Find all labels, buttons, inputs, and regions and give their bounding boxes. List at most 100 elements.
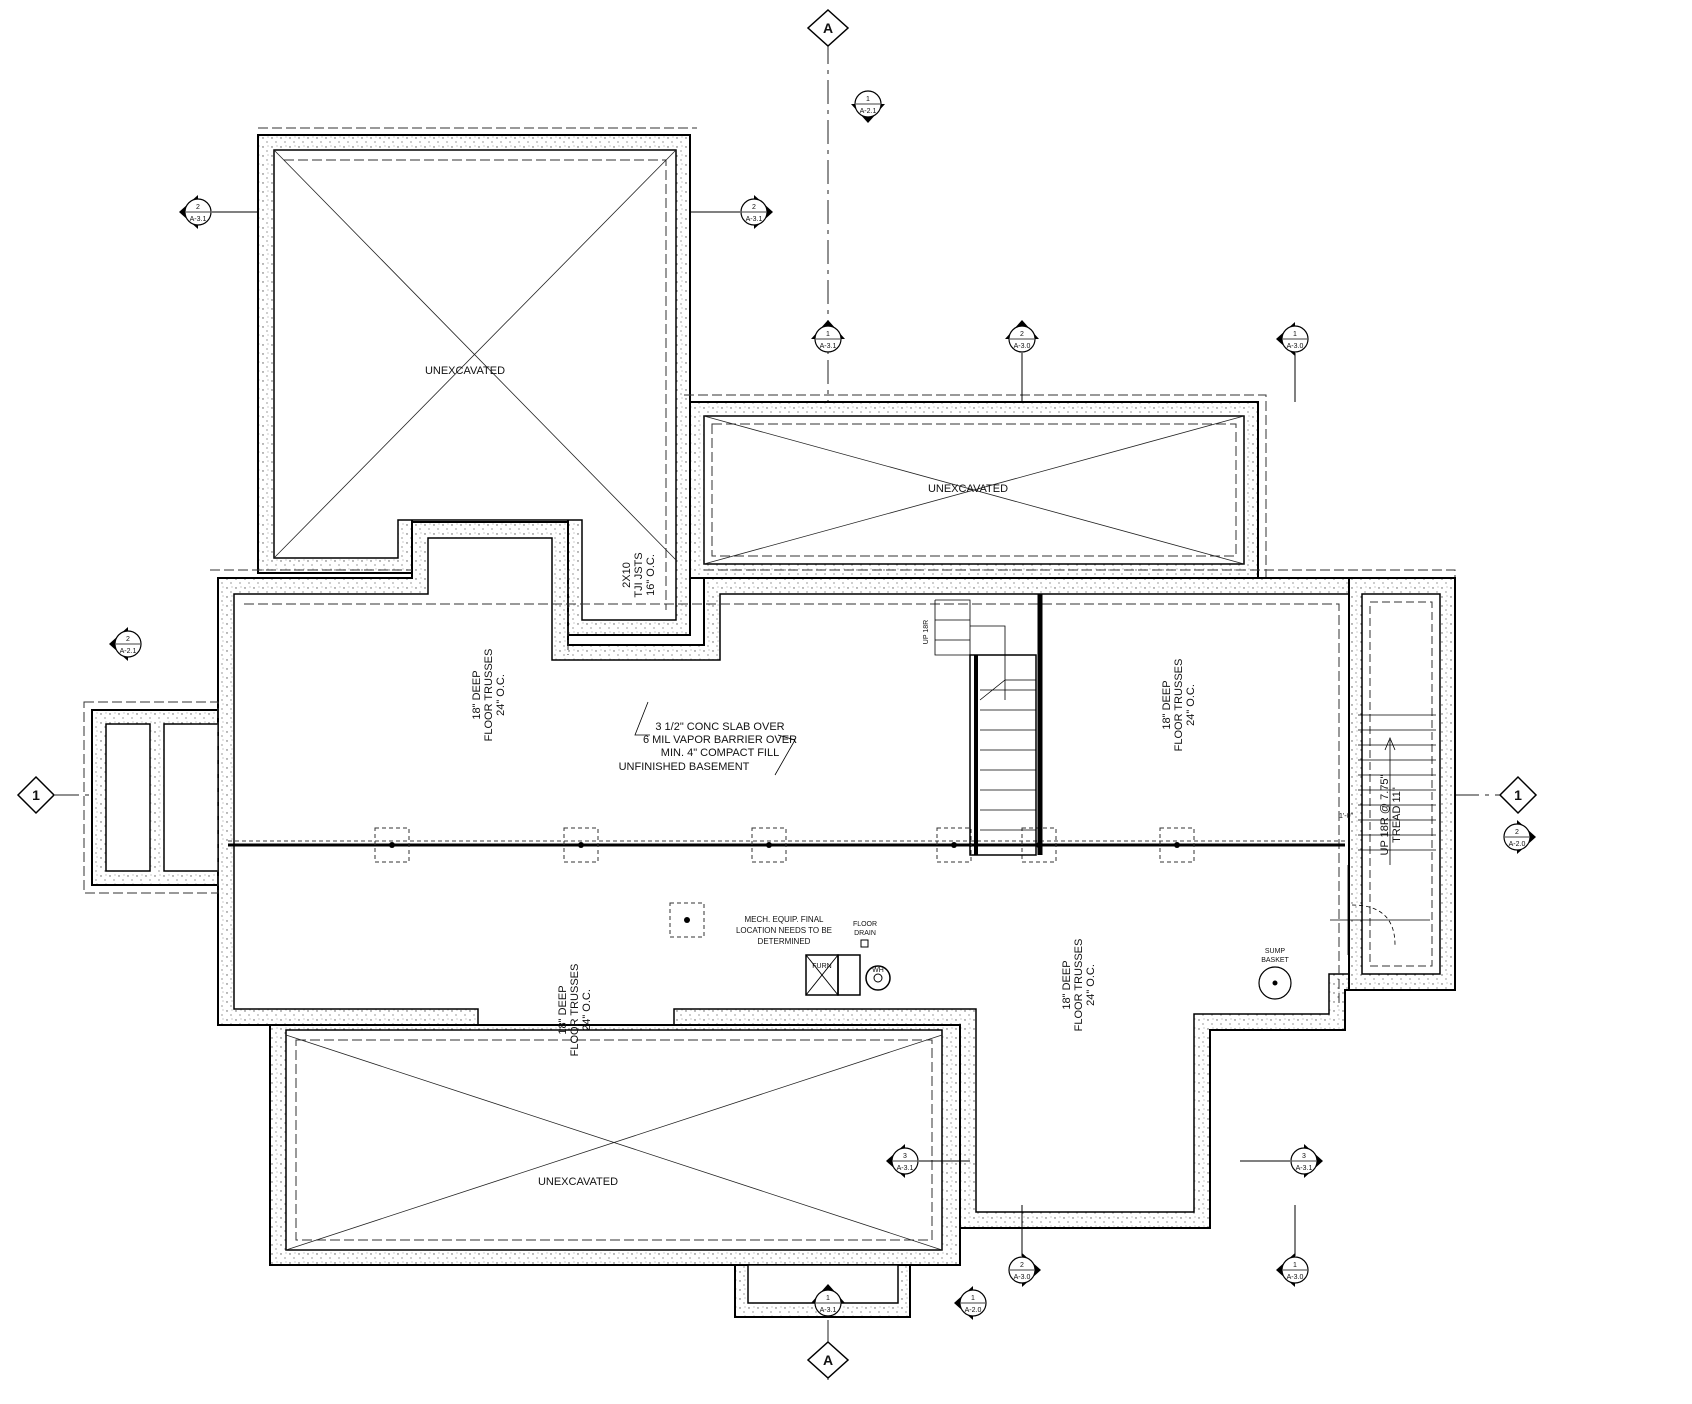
west-bay xyxy=(83,701,219,894)
section-marker-number: 2 xyxy=(196,204,200,211)
section-marker-sheet: A-3.0 xyxy=(1014,1274,1031,1281)
truss-note-nw: 18" DEEP FLOOR TRUSSES 24" O.C. xyxy=(471,649,507,742)
svg-text:18" DEEP: 18" DEEP xyxy=(557,985,569,1034)
slab-note: 3 1/2" CONC SLAB OVER 6 MIL VAPOR BARRIE… xyxy=(634,701,797,776)
beam-line xyxy=(228,827,1345,938)
room-label-unexcavated-s: UNEXCAVATED xyxy=(538,1176,618,1188)
section-marker-sheet: A-2.1 xyxy=(120,648,137,655)
mech-equipment xyxy=(805,939,1292,1000)
svg-text:BASKET: BASKET xyxy=(1261,957,1289,964)
section-marker-sheet: A-2.1 xyxy=(860,108,877,115)
svg-text:FLOOR: FLOOR xyxy=(853,921,877,928)
section-marker: 2A-3.0 xyxy=(1005,320,1039,402)
section-marker: 2A-2.1 xyxy=(109,627,142,661)
section-marker: 2A-2.0 xyxy=(1503,820,1536,854)
section-marker: 3A-3.1 xyxy=(1240,1144,1323,1178)
room-label-unexcavated-nw: UNEXCAVATED xyxy=(425,365,505,377)
section-marker: 1A-3.1 xyxy=(811,1284,845,1317)
mech-note: MECH. EQUIP. FINAL LOCATION NEEDS TO BE … xyxy=(736,915,832,946)
section-marker-sheet: A-3.1 xyxy=(190,216,207,223)
svg-text:24" O.C.: 24" O.C. xyxy=(1185,684,1197,726)
svg-text:18" DEEP: 18" DEEP xyxy=(471,670,483,719)
section-marker: 2A-3.1 xyxy=(179,195,258,229)
section-marker-sheet: A-3.1 xyxy=(820,1307,837,1314)
unexcavated-s-block xyxy=(269,1024,961,1318)
svg-text:A: A xyxy=(823,1352,833,1368)
svg-text:MECH. EQUIP. FINAL: MECH. EQUIP. FINAL xyxy=(745,915,825,924)
room-label-unexcavated-ne: UNEXCAVATED xyxy=(928,483,1008,495)
section-marker-sheet: A-3.1 xyxy=(897,1165,914,1172)
sump-note: SUMP BASKET xyxy=(1261,948,1289,964)
svg-text:FLOOR TRUSSES: FLOOR TRUSSES xyxy=(1173,659,1185,752)
ext-stair-note: UP 18R @ 7.75" TREAD 11" xyxy=(1379,774,1403,855)
svg-text:LOCATION NEEDS TO BE: LOCATION NEEDS TO BE xyxy=(736,926,832,935)
svg-text:TJI JSTS: TJI JSTS xyxy=(633,552,645,597)
section-marker-number: 1 xyxy=(866,96,870,103)
section-marker: 1A-3.0 xyxy=(1276,322,1309,402)
section-marker-number: 3 xyxy=(903,1153,907,1160)
section-marker-number: 1 xyxy=(971,1295,975,1302)
section-marker-sheet: A-3.0 xyxy=(1014,343,1031,350)
svg-text:FLOOR TRUSSES: FLOOR TRUSSES xyxy=(483,649,495,742)
section-marker-number: 1 xyxy=(1293,1262,1297,1269)
east-stair-well xyxy=(1348,577,1456,991)
svg-text:DRAIN: DRAIN xyxy=(854,930,876,937)
svg-text:2X10: 2X10 xyxy=(621,562,633,588)
svg-text:SUMP: SUMP xyxy=(1265,948,1286,955)
furn-label: FURN xyxy=(812,963,831,970)
svg-text:FLOOR TRUSSES: FLOOR TRUSSES xyxy=(1073,939,1085,1032)
section-marker-sheet: A-3.0 xyxy=(1287,1274,1304,1281)
svg-text:24" O.C.: 24" O.C. xyxy=(581,989,593,1031)
section-markers: 1A-2.12A-3.12A-3.11A-3.12A-3.01A-3.02A-2… xyxy=(109,90,1536,1320)
svg-text:6 MIL VAPOR BARRIER OVER: 6 MIL VAPOR BARRIER OVER xyxy=(643,734,797,746)
wh-label: WH xyxy=(872,967,884,974)
section-marker: 1A-2.1 xyxy=(851,90,885,123)
section-marker-sheet: A-2.0 xyxy=(965,1307,982,1314)
svg-text:18" DEEP: 18" DEEP xyxy=(1161,680,1173,729)
truss-note-ne: 18" DEEP FLOOR TRUSSES 24" O.C. xyxy=(1161,659,1197,752)
floor-drain-note: FLOOR DRAIN xyxy=(853,921,877,937)
section-marker-number: 2 xyxy=(752,204,756,211)
section-marker-sheet: A-3.1 xyxy=(1296,1165,1313,1172)
grid-bubble-a-top: A xyxy=(806,8,850,48)
exterior-stair xyxy=(1330,714,1436,955)
svg-text:TREAD 11": TREAD 11" xyxy=(1391,787,1403,843)
section-marker-number: 2 xyxy=(1515,829,1519,836)
section-marker-number: 1 xyxy=(1293,331,1297,338)
section-marker-number: 2 xyxy=(1020,1262,1024,1269)
unexcavated-nw-block xyxy=(257,127,697,636)
section-marker: 1A-3.0 xyxy=(1276,1205,1309,1287)
svg-text:1: 1 xyxy=(1514,787,1522,803)
section-marker-number: 2 xyxy=(1020,331,1024,338)
section-marker: 3A-3.1 xyxy=(886,1144,970,1178)
section-marker-number: 1 xyxy=(826,331,830,338)
svg-text:18" DEEP: 18" DEEP xyxy=(1061,960,1073,1009)
svg-text:DETERMINED: DETERMINED xyxy=(758,937,811,946)
svg-text:A: A xyxy=(823,20,833,36)
section-marker-sheet: A-3.0 xyxy=(1287,343,1304,350)
truss-note-sw: 18" DEEP FLOOR TRUSSES 24" O.C. xyxy=(557,964,593,1057)
section-marker-sheet: A-2.0 xyxy=(1509,841,1526,848)
interior-stair xyxy=(934,594,1043,856)
grid-bubble-1-right: 1 xyxy=(1498,775,1538,815)
unexcavated-ne-block xyxy=(684,394,1267,579)
section-marker-number: 1 xyxy=(826,1295,830,1302)
section-marker: 2A-3.1 xyxy=(690,195,773,229)
svg-text:24" O.C.: 24" O.C. xyxy=(495,674,507,716)
section-marker: 1A-3.1 xyxy=(811,320,845,353)
grid-bubble-a-bottom: A xyxy=(806,1340,850,1380)
svg-text:1: 1 xyxy=(32,787,40,803)
svg-text:MIN. 4" COMPACT FILL: MIN. 4" COMPACT FILL xyxy=(661,747,779,759)
joist-note: 2X10 TJI JSTS 16" O.C. xyxy=(621,552,657,597)
truss-note-se: 18" DEEP FLOOR TRUSSES 24" O.C. xyxy=(1061,939,1097,1032)
section-marker: 2A-3.0 xyxy=(1008,1205,1041,1287)
svg-text:3 1/2" CONC SLAB OVER: 3 1/2" CONC SLAB OVER xyxy=(655,721,784,733)
section-marker-number: 3 xyxy=(1302,1153,1306,1160)
grid-bubble-1-left: 1 xyxy=(16,775,56,815)
section-marker: 1A-2.0 xyxy=(954,1286,987,1320)
section-marker-sheet: A-3.1 xyxy=(820,343,837,350)
room-label-unfinished-basement: UNFINISHED BASEMENT xyxy=(619,761,750,773)
svg-text:16" O.C.: 16" O.C. xyxy=(645,554,657,596)
dim-label: 1'-0" xyxy=(1339,813,1353,820)
